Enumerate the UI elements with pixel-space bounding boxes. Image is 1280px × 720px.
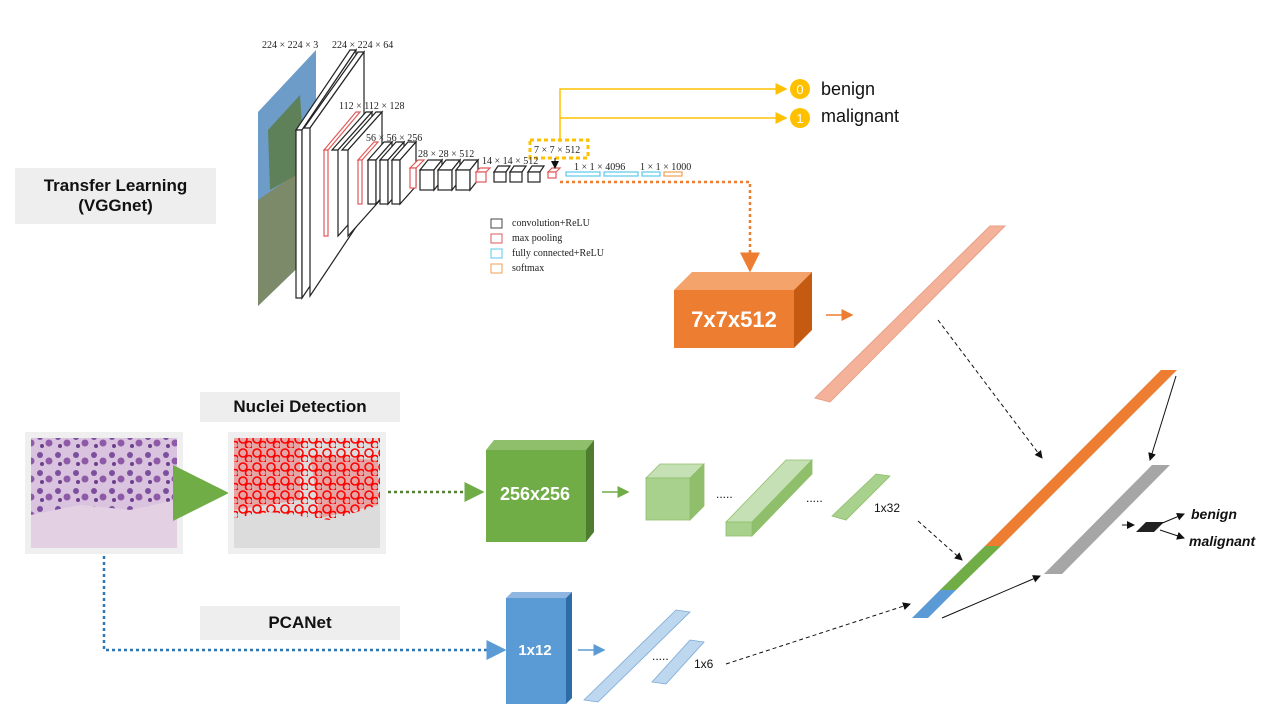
legend-label-softmax: softmax [512,263,544,274]
pcanet-connector [102,556,507,660]
dim-conv2: 112 × 112 × 128 [339,101,405,112]
vgg-feature-connector [560,180,760,273]
classifier-vector [1044,465,1170,574]
dim-fc: 1 × 1 × 4096 [574,162,625,173]
legend-label-pool: max pooling [512,233,562,244]
blue-vector-to-concat [725,602,911,665]
output-badge-1 [790,108,810,128]
concat-vector [912,370,1177,618]
tissue-image [25,432,183,554]
legend-item-pool: max pooling [490,233,562,244]
concat-to-classifier-bottom [941,575,1041,619]
fc-layers [565,171,661,177]
dim-conv4: 28 × 28 × 512 [418,149,474,160]
transfer-learning-label: Transfer Learning (VGGnet) [15,168,216,224]
nuclei-feature-label: 256x256 [500,484,570,504]
vgg-vector [814,225,1007,403]
dim-softmax: 1 × 1 × 1000 [640,162,691,173]
blue-vector-dim: 1x6 [694,657,714,671]
vgg-legend: convolution+ReLU max pooling fully conne… [490,218,605,274]
pool5-highlight [528,138,590,160]
final-output-node [1136,522,1164,532]
dim-pool5: 7 × 7 × 512 [534,145,580,156]
green-dots-1: ..... [716,487,733,501]
conv3-block [356,140,418,206]
green-vector-dim: 1x32 [874,501,900,515]
final-output: benign malignant [1122,506,1256,549]
green-bar [725,459,813,537]
output-label-benign: benign [821,79,875,99]
legend-item-softmax: softmax [490,263,544,274]
dim-conv3: 56 × 56 × 256 [366,133,422,144]
vgg-vector-to-concat [937,319,1043,459]
output-badge-1-text: 1 [796,111,803,126]
nuclei-detection-label: Nuclei Detection [200,392,400,422]
nuclei-image [228,432,386,554]
blue-dots: ..... [652,649,669,663]
pcanet-label: PCANet [200,606,400,640]
vgg-network: 224 × 224 × 3 224 × 224 × 64 112 × 112 ×… [258,40,691,306]
concat-segment-orange [985,370,1177,546]
dim-conv5: 14 × 14 × 512 [482,156,538,167]
blue-vector-short [651,639,705,685]
concat-segment-blue [912,590,956,618]
legend-item-fc: fully connected+ReLU [490,248,605,259]
blue-vector-long [583,609,691,703]
conv5-block [474,165,546,183]
output-label-malignant: malignant [821,106,899,126]
final-label-malignant: malignant [1189,533,1256,549]
legend-label-fc: fully connected+ReLU [512,248,605,259]
concat-to-classifier-top [1148,375,1177,461]
top-output-arrows: 0 1 benign malignant [559,79,899,142]
dim-input: 224 × 224 × 3 [262,40,318,51]
dim-conv1: 224 × 224 × 64 [332,40,393,51]
conv4-block [408,158,480,192]
softmax-layer [663,171,683,177]
concat-segment-green [940,546,1001,590]
green-vector [831,473,891,521]
output-badge-0-text: 0 [796,82,803,97]
green-cube [645,463,705,521]
nuclei-feature-block: 256x256 [486,440,594,542]
pca-feature-block: 1x12 [506,592,572,704]
final-label-benign: benign [1191,506,1237,522]
legend-label-conv: convolution+ReLU [512,218,591,229]
pool5-block [546,167,562,179]
green-vector-to-concat [917,520,963,561]
green-dots-2: ..... [806,491,823,505]
vgg-feature-block: 7x7x512 [674,272,812,348]
legend-item-conv: convolution+ReLU [490,218,591,229]
pca-feature-label: 1x12 [518,642,551,659]
vgg-feature-label: 7x7x512 [691,307,777,332]
output-badge-0 [790,79,810,99]
